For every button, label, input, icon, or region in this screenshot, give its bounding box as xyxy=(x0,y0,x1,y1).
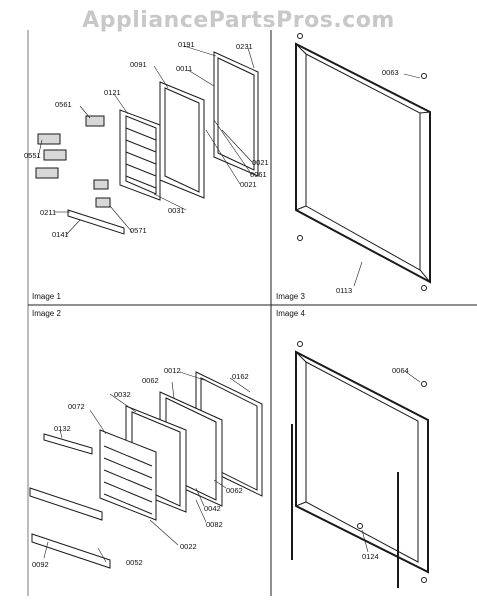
panel-label-image-2: Image 2 xyxy=(32,309,61,318)
part-number-0231: 0231 xyxy=(236,42,253,51)
part-number-0132: 0132 xyxy=(54,424,71,433)
part-number-0571: 0571 xyxy=(130,226,147,235)
part-number-0141: 0141 xyxy=(52,230,69,239)
part-number-0063: 0063 xyxy=(382,68,399,77)
panel-label-image-3: Image 3 xyxy=(276,292,305,301)
bin-0551-a xyxy=(37,133,61,145)
bin-0551-b xyxy=(43,149,67,161)
bin-0561 xyxy=(85,115,105,127)
bin-rail-b xyxy=(31,533,111,569)
part-number-0042: 0042 xyxy=(204,504,221,513)
panel-label-image-1: Image 1 xyxy=(32,292,61,301)
part-number-0062-upper: 0062 xyxy=(142,376,159,385)
image1-drawing xyxy=(35,45,259,236)
part-number-0062-lower: 0062 xyxy=(226,486,243,495)
part-number-0211: 0211 xyxy=(40,208,57,217)
part-number-0551: 0551 xyxy=(24,151,41,160)
part-number-0113: 0113 xyxy=(336,286,353,295)
part-number-0064: 0064 xyxy=(392,366,409,375)
part-number-0091: 0091 xyxy=(130,60,147,69)
part-number-0072: 0072 xyxy=(68,402,85,411)
part-number-0082: 0082 xyxy=(206,520,223,529)
part-number-0012: 0012 xyxy=(164,366,181,375)
part-number-0121: 0121 xyxy=(104,88,121,97)
part-number-0092: 0092 xyxy=(32,560,49,569)
door-panel-0011 xyxy=(213,51,259,177)
part-number-0011: 0011 xyxy=(176,64,193,73)
part-number-0031: 0031 xyxy=(168,206,185,215)
frame-0124 xyxy=(295,350,429,574)
part-number-0162: 0162 xyxy=(232,372,249,381)
part-number-0032: 0032 xyxy=(114,390,131,399)
image2-drawing xyxy=(29,371,263,569)
bin-0551-c xyxy=(35,167,59,179)
frame-0113 xyxy=(295,42,431,284)
shelf-0211 xyxy=(67,209,125,235)
image3-drawing xyxy=(295,33,431,291)
bracket-a xyxy=(93,179,109,190)
watermark-logo: AppliancePartsPros.com xyxy=(82,8,395,33)
part-number-0561: 0561 xyxy=(55,100,72,109)
image4-drawing xyxy=(291,341,429,588)
part-number-0191: 0191 xyxy=(178,40,195,49)
part-number-0022: 0022 xyxy=(180,542,197,551)
part-number-0021-lower: 0021 xyxy=(240,180,257,189)
shelf-0132 xyxy=(43,433,93,455)
gasket-0091 xyxy=(159,81,205,199)
bin-rail-a xyxy=(29,487,103,521)
part-number-0061: 0061 xyxy=(250,170,267,179)
panel-label-image-4: Image 4 xyxy=(276,309,305,318)
bracket-b xyxy=(95,197,111,208)
part-number-0052: 0052 xyxy=(126,558,143,567)
part-number-0124: 0124 xyxy=(362,552,379,561)
part-number-0021-upper: 0021 xyxy=(252,158,269,167)
